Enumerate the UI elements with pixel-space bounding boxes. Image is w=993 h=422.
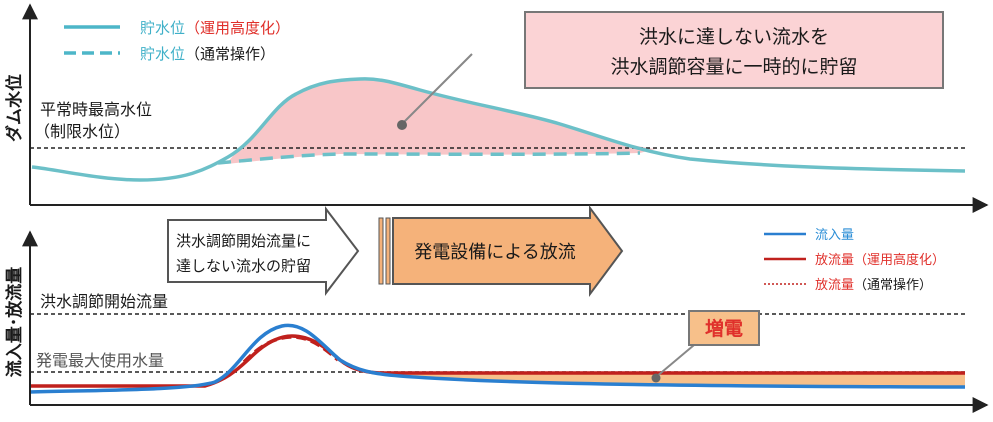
storage-phase-arrow: 洪水調節開始流量に 達しない流水の貯留: [167, 206, 360, 296]
storage-callout-pointer: [401, 53, 473, 125]
storage-callout: 洪水に達しない流水を 洪水調節容量に一時的に貯留: [397, 11, 944, 130]
power-increase-box: [688, 310, 760, 346]
generation-phase-arrow-label: 発電設備による放流: [414, 242, 575, 263]
top-y-axis-label: ダム水位: [4, 74, 25, 142]
arrow-stripe-1: [378, 217, 384, 285]
legend-label-outflow-normal: 放流量（通常操作）: [815, 277, 932, 293]
normal-max-level-label: 平常時最高水位: [40, 100, 152, 119]
storage-callout-box: [524, 11, 944, 89]
flood-start-flow-label: 洪水調節開始流量: [40, 292, 168, 311]
power-increase-callout: 増電: [651, 310, 760, 383]
top-panel: ダム水位 貯水位（運用高度化） 貯水位（通常操作） 平常時最高水位 （制限水位）…: [4, 3, 989, 213]
arrow-stripe-2: [385, 217, 391, 285]
legend-label-normal: 貯水位（通常操作）: [140, 45, 275, 63]
water-level-normal-line: [217, 151, 641, 165]
legend-label-outflow-advanced: 放流量（運用高度化）: [815, 252, 945, 268]
storage-phase-arrow-shape: [167, 206, 360, 296]
inflow-line: [29, 323, 966, 394]
generation-increase-area: [380, 373, 965, 386]
storage-fill-area: [226, 78, 655, 164]
legend-label-inflow: 流入量: [815, 228, 854, 243]
power-increase-dot: [651, 373, 661, 383]
storage-phase-arrow-line-1: 洪水調節開始流量に: [176, 232, 311, 250]
legend-label-advanced: 貯水位（運用高度化）: [140, 19, 290, 37]
outflow-advanced-dashed-peak: [242, 335, 340, 364]
generation-phase-arrow: 発電設備による放流: [378, 204, 624, 298]
storage-callout-dot: [397, 120, 407, 130]
top-legend: 貯水位（運用高度化） 貯水位（通常操作）: [64, 19, 290, 63]
restricted-level-label: （制限水位）: [34, 122, 130, 141]
storage-callout-line-2: 洪水調節容量に一時的に貯留: [610, 56, 857, 78]
power-increase-pointer: [655, 339, 701, 378]
bottom-panel: 流入量･放流量 洪水調節開始流量 発電最大使用水量 洪水調節開始流量に 達しない…: [4, 204, 989, 413]
storage-callout-line-1: 洪水に達しない流水を: [639, 26, 829, 48]
storage-phase-arrow-line-2: 達しない流水の貯留: [176, 257, 311, 275]
generation-phase-arrow-shape: [392, 204, 624, 298]
max-usage-flow-label: 発電最大使用水量: [36, 351, 164, 370]
power-increase-label: 増電: [705, 317, 743, 340]
water-level-advanced-line: [31, 77, 966, 182]
bottom-y-axis-label: 流入量･放流量: [4, 267, 25, 378]
bottom-legend: 流入量 放流量（運用高度化） 放流量（通常操作）: [764, 228, 945, 293]
